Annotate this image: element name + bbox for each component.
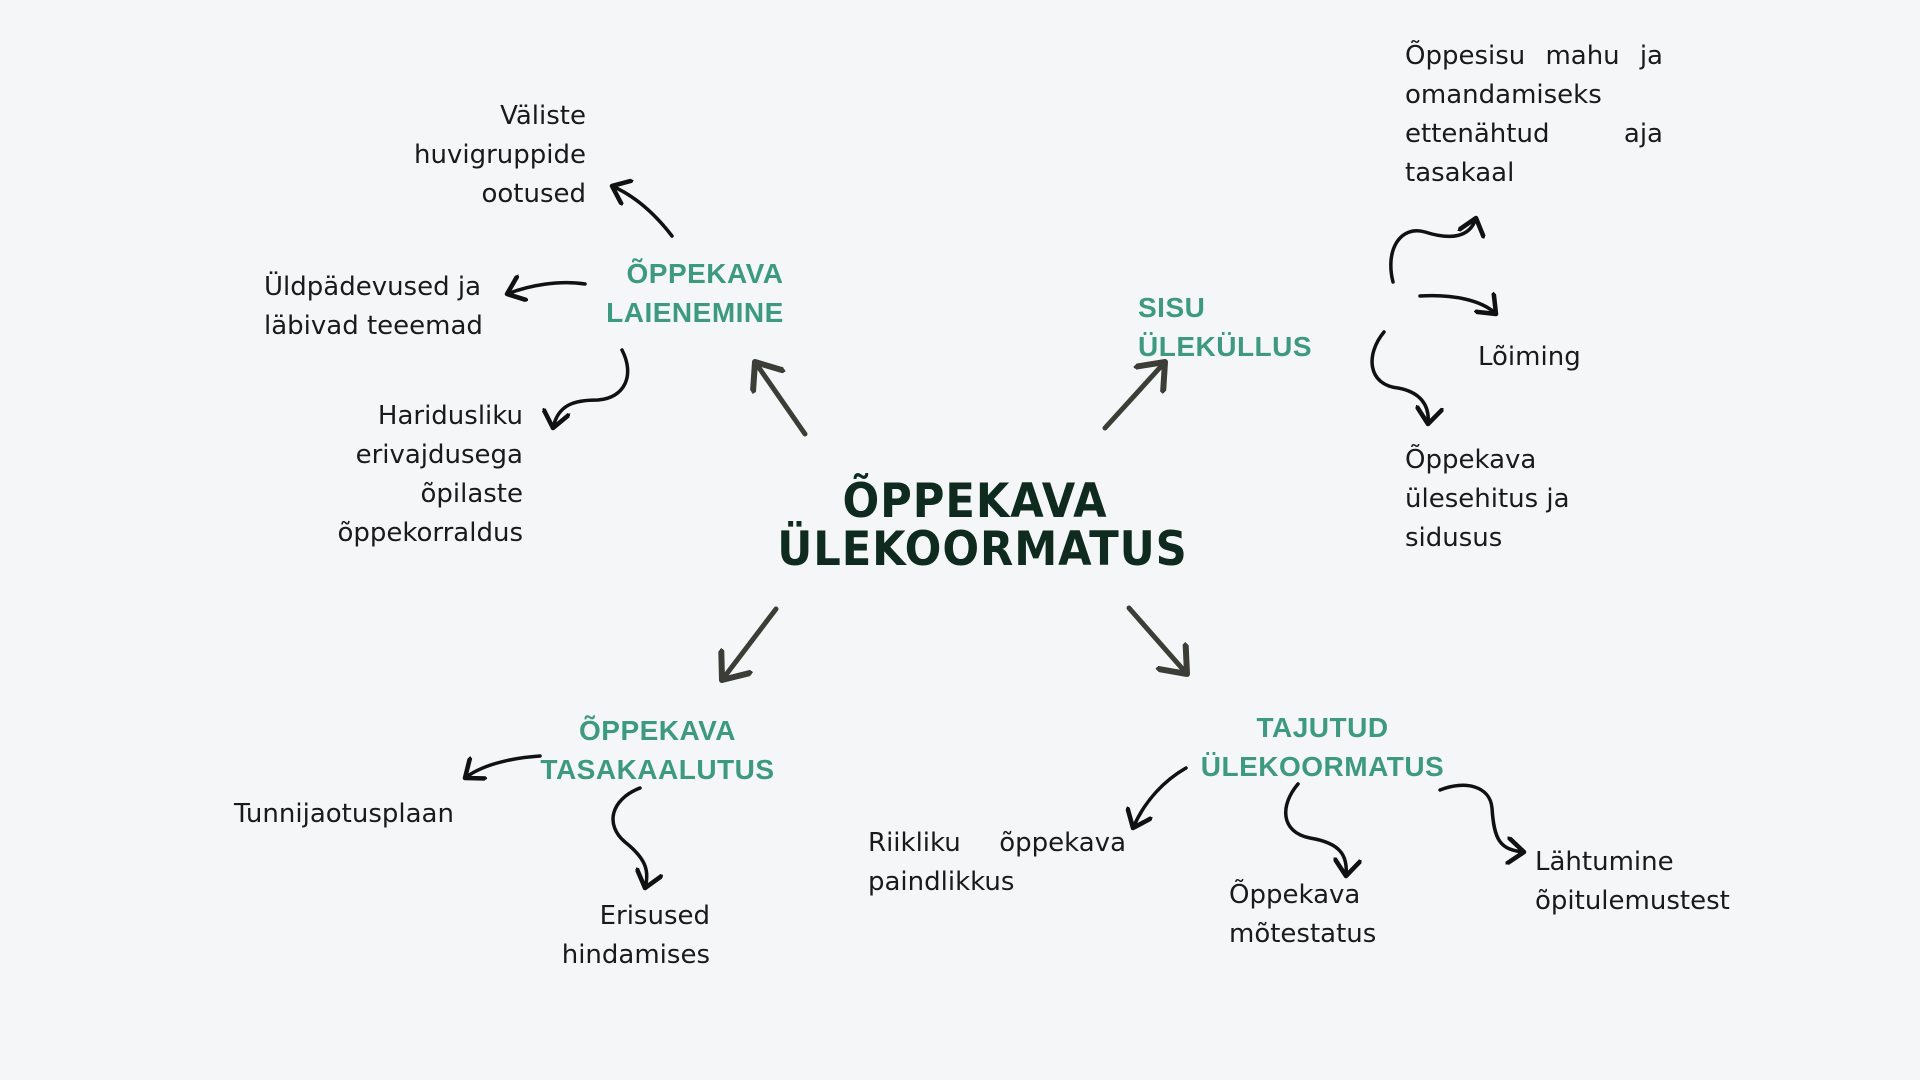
leaf-line: paindlikkus bbox=[868, 867, 1015, 897]
leaf-line: Väliste bbox=[500, 101, 586, 131]
leaf-line: Erisused bbox=[599, 901, 710, 931]
center-title-line1: ÕPPEKAVA bbox=[842, 474, 1108, 529]
center-title: ÕPPEKAVA ÜLEKOORMATUS bbox=[777, 474, 1188, 577]
arrow-to-valiste bbox=[612, 186, 674, 238]
leaf-line: Tunnijaotusplaan bbox=[234, 799, 454, 829]
leaf-valiste-huvigruppide-ootused: Väliste huvigruppide ootused bbox=[380, 97, 586, 214]
leaf-hariduslik-erivajadus: Haridusliku erivajdusega õpilaste õppeko… bbox=[300, 397, 523, 553]
arrow-to-oppesisu bbox=[1389, 218, 1476, 284]
leaf-tunnijaotusplaan: Tunnijaotusplaan bbox=[234, 795, 494, 834]
arrow-to-tunnijaotus bbox=[465, 754, 542, 778]
leaf-line: hindamises bbox=[561, 940, 710, 970]
category-laienemine-line1: ÕPPEKAVA bbox=[626, 258, 784, 289]
category-tajutud-ylekoormatus: TAJUTUD ÜLEKOORMATUS bbox=[1195, 708, 1450, 786]
leaf-erisused-hindamises: Erisused hindamises bbox=[540, 897, 710, 975]
leaf-line: õpitulemustest bbox=[1535, 886, 1730, 916]
category-oppekava-laienemine: ÕPPEKAVA LAIENEMINE bbox=[590, 254, 800, 332]
category-laienemine-line2: LAIENEMINE bbox=[606, 297, 784, 328]
leaf-riikliku-oppekava-paindlikkus: Riikliku õppekava paindlikkus bbox=[868, 824, 1126, 902]
arrow-to-lahtumine bbox=[1438, 783, 1524, 852]
leaf-yldpadevused: Üldpädevused ja läbivad teeemad bbox=[264, 268, 504, 346]
leaf-line: Lõiming bbox=[1478, 342, 1581, 372]
arrow-to-ylesehitus bbox=[1370, 330, 1428, 424]
arrow-to-yldpadevused bbox=[507, 283, 587, 294]
leaf-line: ettenähtud aja bbox=[1405, 119, 1663, 149]
leaf-oppekava-motestatus: Õppekava mõtestatus bbox=[1229, 876, 1409, 954]
leaf-line: ootused bbox=[481, 179, 586, 209]
main-arrow-sisu bbox=[1102, 362, 1165, 431]
leaf-ylesehitus-sidusus: Õppekava ülesehitus ja sidusus bbox=[1405, 441, 1615, 558]
main-arrow-tasakaalutus bbox=[722, 606, 779, 680]
leaf-line: tasakaal bbox=[1405, 158, 1515, 188]
leaf-line: huvigruppide bbox=[414, 140, 586, 170]
arrow-to-hariduslik bbox=[553, 348, 630, 428]
category-tasakaalutus-line1: ÕPPEKAVA bbox=[579, 715, 736, 746]
leaf-line: mõtestatus bbox=[1229, 919, 1377, 949]
leaf-line: Õppesisu mahu ja bbox=[1405, 41, 1663, 71]
leaf-line: Õppekava bbox=[1405, 445, 1537, 475]
leaf-line: erivajdusega bbox=[355, 440, 523, 470]
arrow-to-erisused bbox=[611, 786, 647, 888]
leaf-line: läbivad teeemad bbox=[264, 311, 483, 341]
category-sisu-ylekyllus: SISU ÜLEKÜLLUS bbox=[1138, 288, 1378, 366]
category-tajutud-line2: ÜLEKOORMATUS bbox=[1200, 751, 1445, 782]
leaf-line: Lähtumine bbox=[1535, 847, 1674, 877]
main-arrow-tajutud bbox=[1126, 605, 1187, 674]
leaf-line: Haridusliku bbox=[377, 401, 523, 431]
category-tajutud-line1: TAJUTUD bbox=[1256, 712, 1389, 743]
leaf-line: sidusus bbox=[1405, 523, 1503, 553]
arrow-to-riiklik bbox=[1133, 766, 1188, 828]
arrow-to-loiming bbox=[1418, 296, 1496, 314]
leaf-line: õpilaste bbox=[420, 479, 523, 509]
leaf-line: omandamiseks bbox=[1405, 80, 1602, 110]
category-oppekava-tasakaalutus: ÕPPEKAVA TASAKAALUTUS bbox=[540, 711, 775, 789]
category-tasakaalutus-line2: TASAKAALUTUS bbox=[540, 754, 775, 785]
leaf-line: õppekorraldus bbox=[337, 518, 523, 548]
leaf-line: Õppekava bbox=[1229, 880, 1361, 910]
leaf-oppesisu-mahu-tasakaal: Õppesisu mahu ja omandamiseks ettenähtud… bbox=[1405, 37, 1663, 193]
leaf-line: ülesehitus ja bbox=[1405, 484, 1570, 514]
center-title-line2: ÜLEKOORMATUS bbox=[777, 522, 1188, 577]
leaf-line: Riikliku õppekava bbox=[868, 828, 1126, 858]
leaf-lahtumine-opitulemustest: Lähtumine õpitulemustest bbox=[1535, 843, 1765, 921]
arrow-to-motestatus bbox=[1284, 782, 1347, 876]
main-arrow-laienemine bbox=[755, 362, 808, 437]
leaf-line: Üldpädevused ja bbox=[264, 272, 482, 302]
leaf-loiming: Lõiming bbox=[1478, 338, 1638, 377]
category-sisu-line1: SISU ÜLEKÜLLUS bbox=[1138, 292, 1313, 362]
